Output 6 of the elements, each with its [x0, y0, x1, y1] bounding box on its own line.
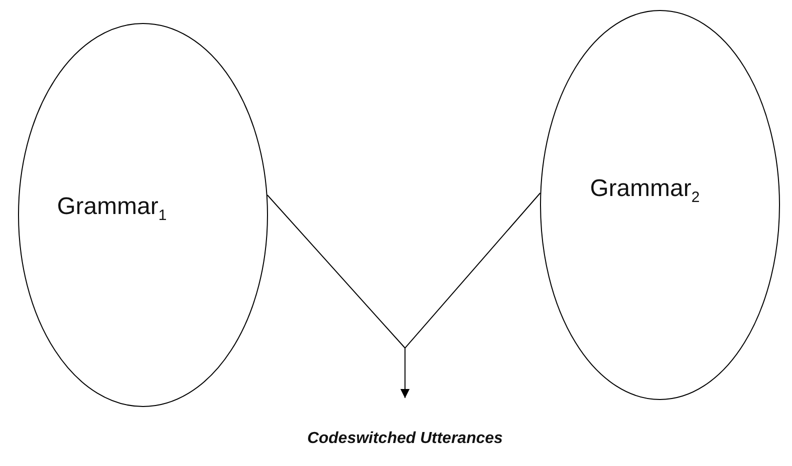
- grammar-label: Grammar$_{2}$: [590, 175, 700, 206]
- grammar-label: Grammar$_{1}$: [57, 193, 167, 224]
- ellipse: [18, 23, 268, 407]
- arrow: [400, 192, 541, 398]
- caption-text: Codeswitched Utterances: [306, 430, 504, 448]
- ellipse: [540, 10, 780, 400]
